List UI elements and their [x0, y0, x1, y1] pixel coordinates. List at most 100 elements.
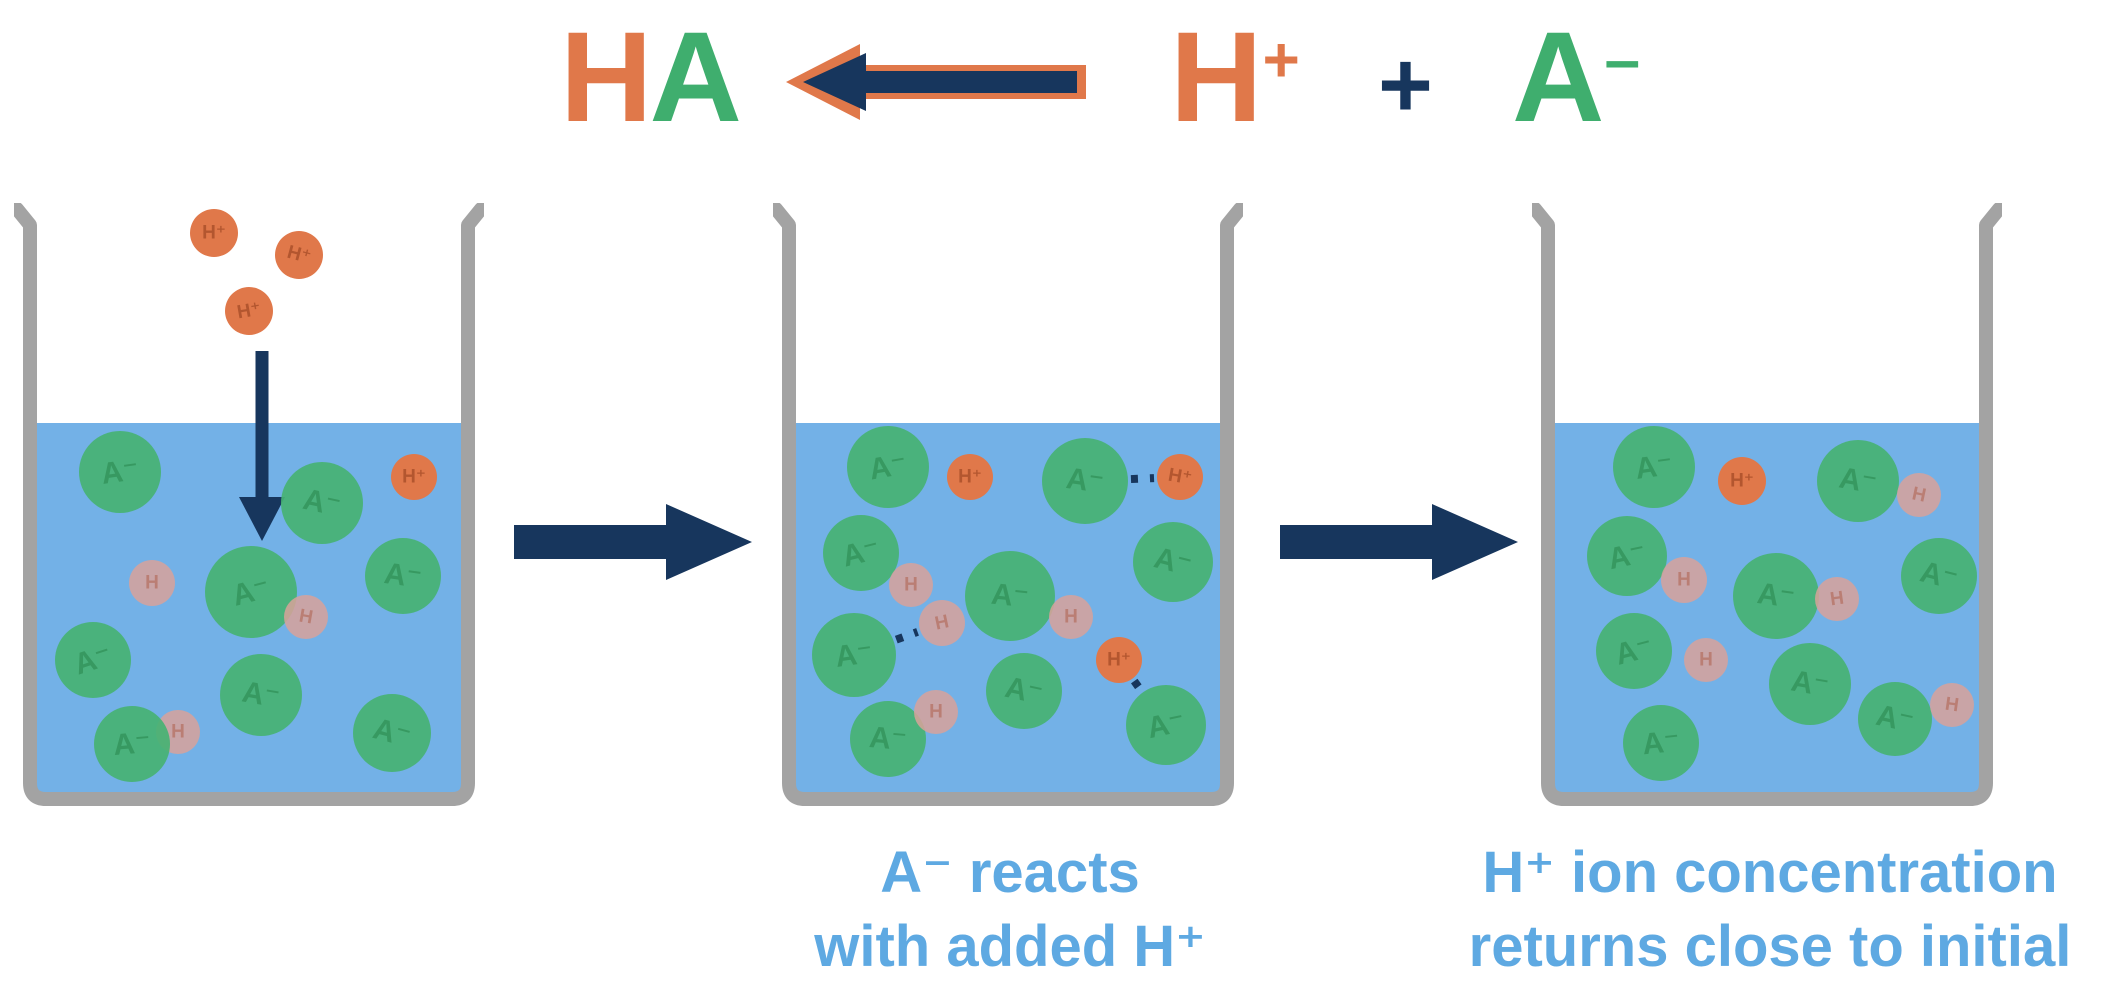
molecule-bound-hydrogen-H: H [1930, 683, 1974, 727]
right-arrow-shape [1280, 504, 1518, 580]
added-acid-arrowhead [239, 497, 285, 541]
molecule-bound-hydrogen-H: H [889, 563, 933, 607]
molecule-conjugate-base-A: A⁻ [965, 551, 1055, 641]
svg-text:H⁺: H⁺ [1730, 471, 1754, 492]
molecule-conjugate-base-A: A⁻ [1613, 426, 1695, 508]
h-ion-superscript: + [1262, 23, 1300, 96]
molecule-hydrogen-ion-H: H⁺ [1718, 457, 1766, 505]
svg-text:H: H [904, 575, 918, 596]
beaker-glass [1532, 203, 2002, 806]
molecule-hydrogen-ion-H: H⁺ [225, 287, 273, 335]
molecule-conjugate-base-A: A⁻ [365, 538, 441, 614]
reverse-arrow-navy [803, 53, 1077, 111]
molecule-conjugate-base-A: A⁻ [1133, 522, 1213, 602]
beaker-glass [14, 203, 484, 806]
svg-text:A⁻: A⁻ [1064, 462, 1106, 500]
svg-text:A⁻: A⁻ [1002, 671, 1046, 711]
molecule-conjugate-base-A: A⁻ [850, 701, 926, 777]
molecule-conjugate-base-A: A⁻ [353, 694, 431, 772]
svg-text:H: H [171, 722, 185, 743]
reaction-dotted-bond [894, 628, 919, 644]
molecule-conjugate-base-A: A⁻ [1042, 438, 1128, 524]
molecule-bound-hydrogen-H: H [919, 600, 965, 646]
svg-text:H: H [145, 573, 159, 594]
svg-text:H⁺: H⁺ [235, 299, 262, 324]
svg-text:H: H [1699, 650, 1713, 671]
svg-text:A⁻: A⁻ [1641, 725, 1682, 762]
beaker-glass [773, 203, 1243, 806]
svg-text:A⁻: A⁻ [990, 578, 1031, 615]
right-arrow-shape [514, 504, 752, 580]
molecule-conjugate-base-A: A⁻ [1587, 516, 1667, 596]
svg-text:H⁺: H⁺ [202, 223, 226, 244]
svg-text:H: H [1064, 607, 1078, 628]
caption-line: H⁺ ion concentration [1482, 840, 2058, 905]
svg-text:A⁻: A⁻ [99, 453, 141, 491]
molecule-hydrogen-ion-H: H⁺ [275, 231, 323, 279]
molecule-hydrogen-ion-H: H⁺ [190, 209, 238, 257]
molecule-conjugate-base-A: A⁻ [823, 515, 899, 591]
a-ion-superscript: – [1604, 23, 1641, 96]
caption-line: A⁻ reacts [880, 840, 1140, 905]
molecule-conjugate-base-A: A⁻ [281, 462, 363, 544]
svg-text:A⁻: A⁻ [112, 726, 152, 762]
molecule-conjugate-base-A: A⁻ [847, 426, 929, 508]
molecule-hydrogen-ion-H: H⁺ [947, 454, 993, 500]
svg-text:H: H [929, 702, 943, 723]
svg-text:A⁻: A⁻ [382, 557, 424, 595]
svg-text:A⁻: A⁻ [1755, 577, 1797, 615]
molecule-conjugate-base-A: A⁻ [79, 431, 161, 513]
equation-HA: HA [560, 14, 742, 142]
molecule-conjugate-base-A: A⁻ [1623, 705, 1699, 781]
molecule-bound-hydrogen-H: H [1815, 577, 1859, 621]
molecule-conjugate-base-A: A⁻ [1901, 538, 1977, 614]
molecule-conjugate-base-A: A⁻ [986, 653, 1062, 729]
svg-text:H: H [1677, 570, 1691, 591]
molecule-conjugate-base-A: A⁻ [1769, 643, 1851, 725]
caption-line: with added H⁺ [814, 914, 1206, 980]
molecule-bound-hydrogen-H: H [129, 560, 175, 606]
molecule-conjugate-base-A: A⁻ [1126, 685, 1206, 765]
svg-text:H⁺: H⁺ [1107, 650, 1131, 671]
svg-text:A⁻: A⁻ [1144, 705, 1188, 745]
molecule-conjugate-base-A: A⁻ [205, 546, 297, 638]
molecule-bound-hydrogen-H: H [1897, 473, 1941, 517]
molecule-conjugate-base-A: A⁻ [220, 654, 302, 736]
h-ion-base: H [1170, 6, 1263, 149]
molecule-hydrogen-ion-H: H⁺ [1157, 454, 1203, 500]
molecule-conjugate-base-A: A⁻ [94, 706, 170, 782]
svg-text:A⁻: A⁻ [300, 483, 344, 523]
equation-plus-sign: + [1378, 32, 1433, 137]
equation-A-minus-ion: A– [1512, 14, 1640, 142]
molecule-bound-hydrogen-H: H [284, 595, 328, 639]
step-arrow-1-icon [514, 504, 752, 580]
step-arrow-2-icon [1280, 504, 1518, 580]
svg-text:A⁻: A⁻ [1789, 664, 1832, 703]
caption-concentration-returns: H⁺ ion concentration returns close to in… [1360, 836, 2126, 984]
svg-text:A⁻: A⁻ [1837, 461, 1880, 500]
svg-text:A⁻: A⁻ [868, 721, 908, 757]
svg-text:H: H [1944, 694, 1961, 717]
svg-text:H: H [1910, 483, 1928, 506]
equilibrium-arrows-icon [786, 44, 1086, 120]
svg-text:A⁻: A⁻ [240, 675, 283, 714]
a-ion-base: A [1512, 6, 1605, 149]
equation-H-letter: H [560, 6, 652, 149]
svg-text:A⁻: A⁻ [833, 636, 875, 674]
svg-text:H⁺: H⁺ [1166, 465, 1193, 490]
molecule-conjugate-base-A: A⁻ [1596, 613, 1672, 689]
molecule-conjugate-base-A: A⁻ [812, 613, 896, 697]
caption-a-reacts: A⁻ reacts with added H⁺ [660, 836, 1360, 984]
svg-text:A⁻: A⁻ [1605, 536, 1649, 576]
molecule-hydrogen-ion-H: H⁺ [1096, 637, 1142, 683]
caption-line: returns close to initial [1468, 914, 2072, 980]
svg-text:H: H [297, 605, 314, 628]
svg-text:A⁻: A⁻ [867, 447, 910, 486]
svg-text:H⁺: H⁺ [958, 467, 982, 488]
reaction-dotted-bond [1130, 678, 1145, 693]
molecule-bound-hydrogen-H: H [1684, 638, 1728, 682]
svg-text:H: H [1829, 588, 1846, 611]
molecule-bound-hydrogen-H: H [914, 690, 958, 734]
